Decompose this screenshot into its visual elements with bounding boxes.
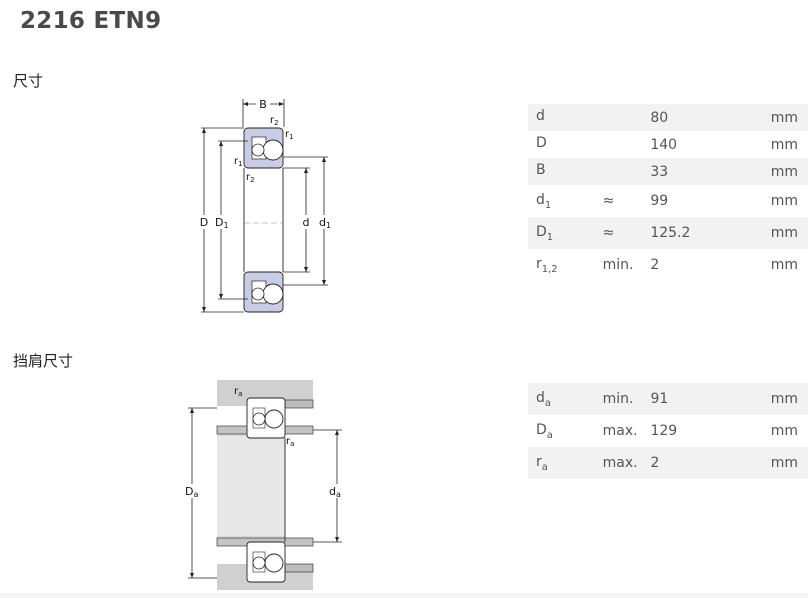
label-r2-top: r2 bbox=[270, 115, 279, 127]
table-row: ra max. 2 mm bbox=[528, 447, 808, 479]
dim-unit: mm bbox=[770, 423, 798, 439]
table-row: B 33 mm bbox=[528, 158, 808, 185]
dim-symbol: r1,2 bbox=[536, 255, 558, 275]
table-row: D 140 mm bbox=[528, 131, 808, 158]
dim-label-D: D bbox=[200, 216, 208, 229]
table-row: d1 ≈ 99 mm bbox=[528, 185, 808, 217]
label-ra-bore: ra bbox=[286, 436, 294, 448]
dim-label-B: B bbox=[259, 98, 267, 111]
dim-symbol: D bbox=[536, 135, 547, 152]
dim-value: 129 bbox=[650, 423, 678, 439]
abutment-table: da min. 91 mm Da max. 129 mm ra max. 2 m… bbox=[528, 383, 808, 479]
dim-unit: mm bbox=[770, 225, 798, 241]
dim-unit: mm bbox=[770, 109, 798, 126]
dim-symbol: D1 bbox=[536, 223, 554, 243]
dim-value: 125.2 bbox=[650, 225, 691, 241]
dim-qualifier: ≈ bbox=[602, 193, 615, 209]
dim-value: 99 bbox=[650, 193, 669, 209]
dim-unit: mm bbox=[770, 136, 798, 153]
dim-unit: mm bbox=[770, 257, 798, 273]
abutment-dimensions-diagram: ra ra Da da bbox=[184, 380, 348, 590]
footer-bar bbox=[0, 593, 808, 598]
bearing-dimensions-diagram: B r2 r1 r1 r2 D D1 d d1 bbox=[197, 97, 337, 313]
dim-qualifier bbox=[595, 104, 643, 131]
dim-unit: mm bbox=[770, 163, 798, 180]
table-row: Da max. 129 mm bbox=[528, 415, 808, 447]
table-row: D1 ≈ 125.2 mm bbox=[528, 217, 808, 249]
label-r1-left: r1 bbox=[234, 156, 243, 168]
label-r1-top: r1 bbox=[285, 129, 294, 141]
dimensions-table: d 80 mm D 140 mm B 33 mm d1 ≈ 99 mm D1 ≈… bbox=[528, 104, 808, 281]
table-row: r1,2 min. 2 mm bbox=[528, 249, 808, 281]
label-ra-top: ra bbox=[234, 386, 242, 398]
dim-qualifier: max. bbox=[602, 423, 638, 439]
dim-qualifier: max. bbox=[602, 455, 638, 471]
dim-unit: mm bbox=[770, 455, 798, 471]
dim-symbol: d bbox=[536, 108, 545, 125]
dim-symbol: da bbox=[536, 389, 552, 409]
section-title-dimensions: 尺寸 bbox=[13, 72, 44, 90]
dim-label-D1: D1 bbox=[215, 216, 229, 230]
table-row: d 80 mm bbox=[528, 104, 808, 131]
dim-qualifier: ≈ bbox=[602, 225, 615, 241]
dim-symbol: ra bbox=[536, 453, 548, 473]
dim-qualifier bbox=[595, 158, 643, 185]
dim-label-d: d bbox=[303, 216, 310, 229]
dim-unit: mm bbox=[770, 391, 798, 407]
dim-value: 33 bbox=[650, 163, 669, 180]
dim-symbol: d1 bbox=[536, 191, 552, 211]
dim-symbol: B bbox=[536, 162, 546, 179]
label-r2-bottom: r2 bbox=[246, 172, 255, 184]
dim-value: 2 bbox=[650, 455, 660, 471]
dim-label-da: da bbox=[329, 485, 341, 499]
page-title: 2216 ETN9 bbox=[20, 8, 162, 34]
dim-value: 140 bbox=[650, 136, 678, 153]
dim-qualifier: min. bbox=[602, 391, 634, 407]
table-row: da min. 91 mm bbox=[528, 383, 808, 415]
dim-label-Da: Da bbox=[185, 485, 198, 499]
dim-label-d1: d1 bbox=[319, 216, 331, 230]
dim-unit: mm bbox=[770, 193, 798, 209]
dim-qualifier: min. bbox=[602, 257, 634, 273]
dim-value: 2 bbox=[650, 257, 660, 273]
section-title-abutment: 挡肩尺寸 bbox=[13, 352, 74, 370]
dim-value: 80 bbox=[650, 109, 669, 126]
dim-qualifier bbox=[595, 131, 643, 158]
dim-value: 91 bbox=[650, 391, 669, 407]
dim-symbol: Da bbox=[536, 421, 553, 441]
